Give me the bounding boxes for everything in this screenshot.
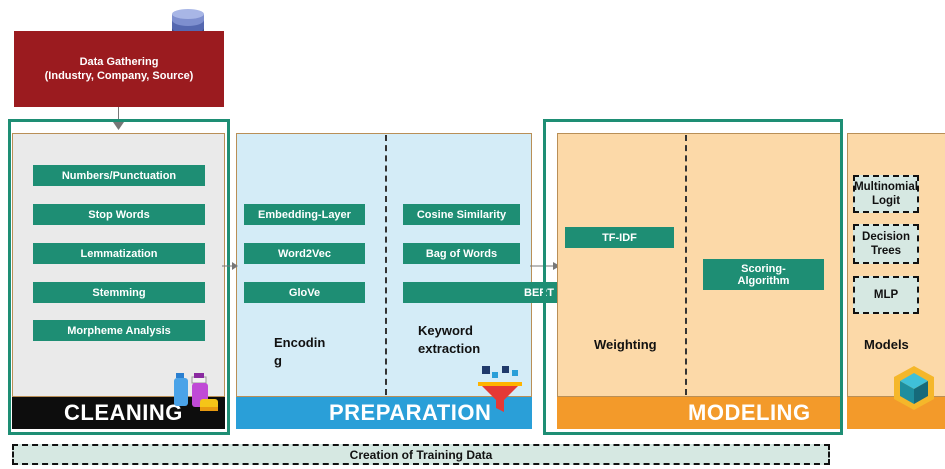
keyword-extraction-caption: Keyword extraction — [418, 323, 481, 356]
data-gathering-label: Data Gathering (Industry, Company, Sourc… — [44, 56, 194, 82]
preparation-divider — [385, 135, 387, 395]
model-multinomial-logit: Multinomial Logit — [853, 175, 919, 213]
encoding-item-glove: GloVe — [244, 282, 365, 303]
cleaning-item-numbers: Numbers/Punctuation — [33, 165, 205, 186]
arrow-line — [118, 107, 119, 125]
models-panel — [847, 133, 945, 397]
modeling-bar — [557, 397, 841, 429]
keyword-item-bag-of-words: Bag of Words — [403, 243, 520, 264]
cleaning-item-stop-words: Stop Words — [33, 204, 205, 225]
arrow-right-icon — [222, 262, 238, 270]
cleaning-bar — [12, 397, 225, 429]
data-funnel-icon — [478, 366, 522, 412]
encoding-caption: Encodin g — [274, 335, 326, 368]
modeling-label: MODELING — [688, 400, 811, 425]
modeling-highlight-frame — [543, 119, 843, 435]
model-decision-trees: Decision Trees — [853, 224, 919, 264]
cleaning-item-morpheme: Morpheme Analysis — [33, 320, 205, 341]
tfidf-box: TF-IDF — [565, 227, 674, 248]
preparation-bar — [236, 397, 532, 429]
encoding-item-word2vec: Word2Vec — [244, 243, 365, 264]
cleaning-supplies-icon — [174, 373, 218, 411]
model-mlp: MLP — [853, 276, 919, 314]
training-data-bar: Creation of Training Data — [12, 444, 830, 465]
modeling-divider — [685, 135, 687, 395]
cube-icon — [894, 366, 934, 410]
arrow-down-icon — [113, 122, 124, 130]
models-caption: Models — [864, 337, 909, 352]
cleaning-item-stemming: Stemming — [33, 282, 205, 303]
weighting-caption: Weighting — [594, 337, 657, 352]
preparation-label: PREPARATION — [329, 400, 492, 425]
keyword-item-cosine: Cosine Similarity — [403, 204, 520, 225]
training-data-label: Creation of Training Data — [349, 447, 493, 462]
cleaning-label: CLEANING — [64, 400, 183, 425]
scoring-algorithm-box: Scoring- Algorithm — [703, 259, 824, 290]
data-gathering-box: Data Gathering (Industry, Company, Sourc… — [14, 31, 224, 107]
cleaning-item-lemmatization: Lemmatization — [33, 243, 205, 264]
cleaning-highlight-frame — [8, 119, 230, 435]
arrow-right-icon — [530, 262, 560, 270]
encoding-item-embedding: Embedding-Layer — [244, 204, 365, 225]
preparation-panel — [236, 133, 532, 397]
models-bar — [847, 397, 945, 429]
